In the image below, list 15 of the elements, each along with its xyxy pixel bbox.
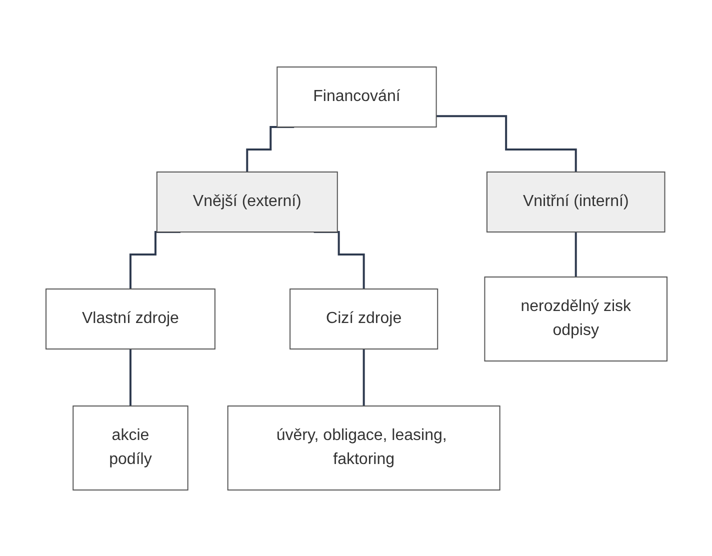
connector [246,126,294,172]
connector [128,230,180,290]
node-box: akcie podíly [72,405,188,490]
node-box: Cizí zdroje [289,288,438,349]
node-box: Vnitřní (interní) [486,171,665,232]
node-box: nerozdělný zisk odpisy [484,276,667,361]
node-box: Financování [276,66,436,127]
connector [313,230,364,290]
connector [574,230,576,278]
connector [128,348,131,406]
node-box: Vlastní zdroje [45,288,215,349]
node-box: Vnější (externí) [156,171,338,232]
connector [436,114,576,172]
node-box: úvěry, obligace, leasing, faktoring [226,405,500,490]
connector [362,348,364,406]
